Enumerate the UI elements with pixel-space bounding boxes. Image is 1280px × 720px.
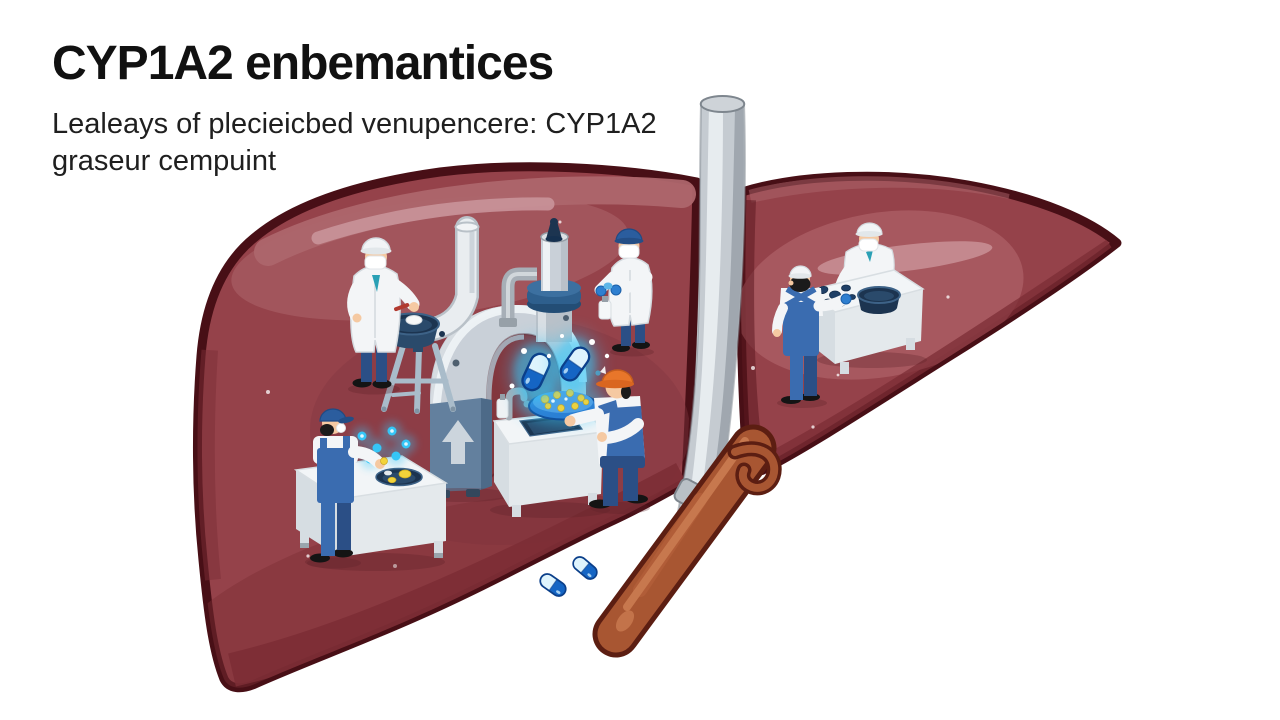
face-mask xyxy=(858,238,879,252)
hard-hat xyxy=(596,366,634,389)
cystic-duct-hook xyxy=(727,441,782,496)
tube-top-cap xyxy=(699,95,746,113)
liver-sparkles xyxy=(266,220,950,568)
worker-right-front xyxy=(772,265,852,408)
scientist-left xyxy=(347,237,420,395)
page-subtitle: Lealeays of plecieicbed venupencere: CYP… xyxy=(52,106,657,180)
worker-front-left xyxy=(307,408,388,569)
face-mask xyxy=(364,255,387,270)
supply-pipe xyxy=(422,216,480,341)
packing-station-right xyxy=(772,222,927,408)
blue-cap xyxy=(615,228,643,242)
stirring-tool xyxy=(394,303,410,312)
exhaust-pipe xyxy=(499,267,537,327)
worker-orange-hat xyxy=(564,366,650,514)
page-title: CYP1A2 enbemantices xyxy=(52,37,554,90)
hepatic-duct-tube xyxy=(676,95,746,518)
capsule-pill-small-left xyxy=(536,570,570,600)
soap-bottle xyxy=(496,398,509,419)
subtitle-line-1: Lealeays of plecieicbed venupencere: CYP… xyxy=(52,108,657,140)
pill-pot xyxy=(857,286,901,315)
up-arrow-icon xyxy=(442,420,474,464)
scientist-top-right xyxy=(594,228,654,357)
chimney-cone xyxy=(545,218,563,242)
chimney-tower xyxy=(499,218,581,342)
dough-blob xyxy=(405,315,423,325)
face-mask xyxy=(618,244,640,259)
subtitle-line-2: graseur cempuint xyxy=(52,145,277,177)
sample-bottle xyxy=(598,300,612,320)
sparkle-dots xyxy=(509,334,610,389)
white-cap xyxy=(856,222,883,235)
glowing-capsule-right xyxy=(547,328,603,400)
white-cap xyxy=(361,237,391,252)
bile-duct-stick xyxy=(592,424,777,658)
capsule-pill-small-right xyxy=(569,553,601,583)
tripod-stand xyxy=(381,343,456,414)
